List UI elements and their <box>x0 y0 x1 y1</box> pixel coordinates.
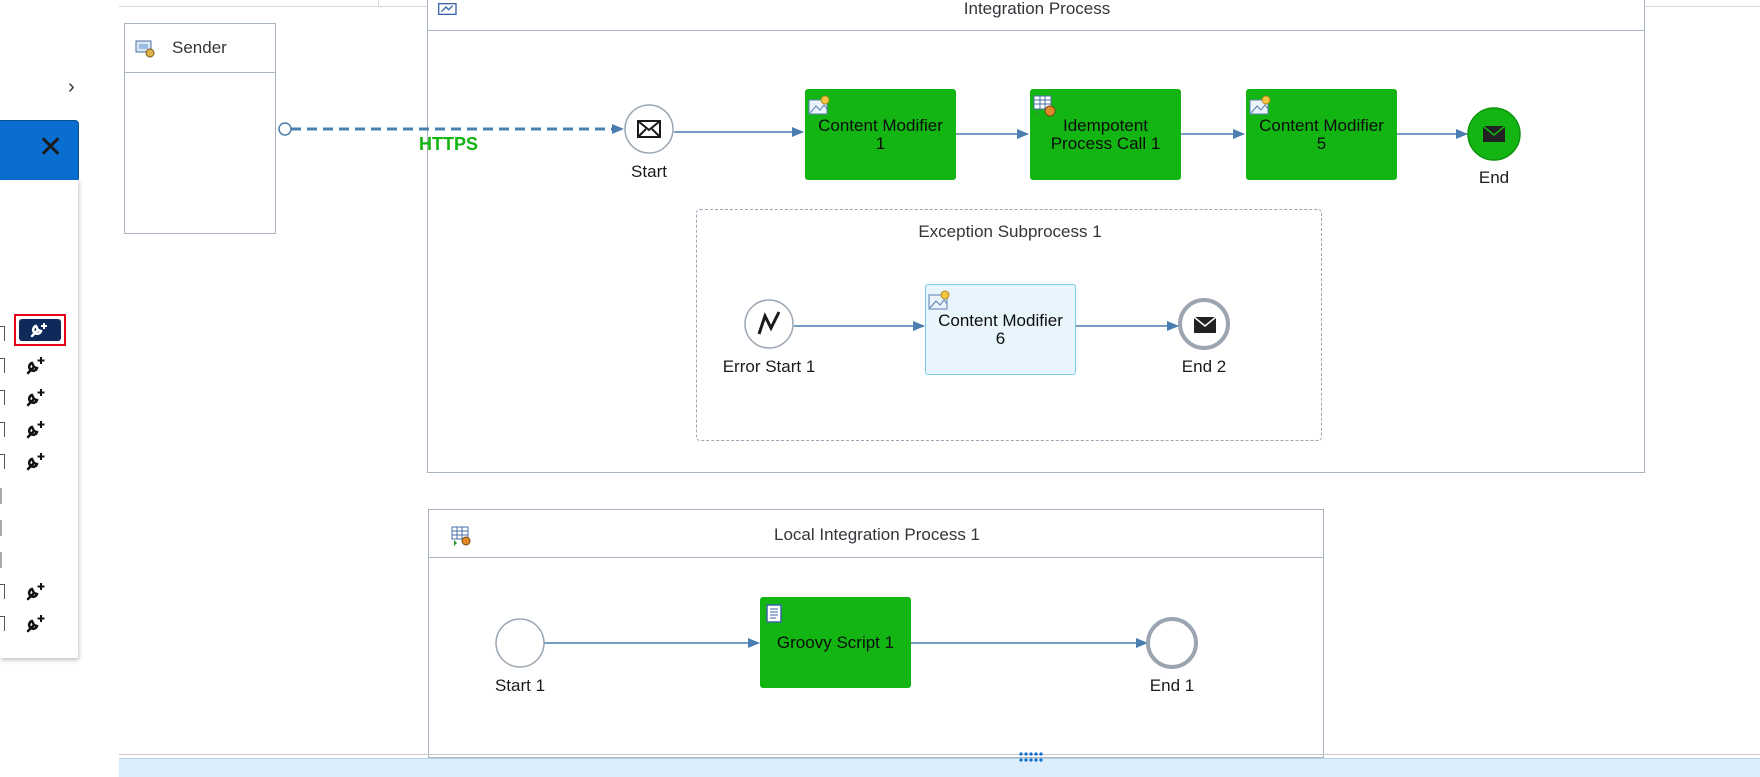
sender-participant[interactable]: Sender <box>124 23 276 234</box>
sender-label: Sender <box>172 38 227 57</box>
wrench-plus-icon[interactable] <box>24 612 50 634</box>
tree-connector <box>0 552 2 568</box>
https-label: HTTPS <box>419 134 479 154</box>
step-label: Idempotent Process Call 1 <box>1050 115 1161 153</box>
resize-handle-icon[interactable] <box>1018 751 1044 763</box>
tree-connector <box>0 422 5 437</box>
error-start-label: Error Start 1 <box>722 357 816 376</box>
integration-process-header: Integration Process <box>428 0 1644 31</box>
tool-row-7[interactable] <box>0 608 78 636</box>
palette-panel <box>0 180 78 658</box>
panel-header <box>0 120 79 182</box>
step-label: Content Modifier 5 <box>1259 115 1384 153</box>
content-modifier-6-step[interactable]: Content Modifier 6 <box>925 284 1076 375</box>
tree-connector <box>0 520 2 536</box>
idempotent-process-call-step[interactable]: Idempotent Process Call 1 <box>1030 89 1181 180</box>
integration-process-title: Integration Process <box>963 0 1111 18</box>
selected-tool-highlight[interactable] <box>14 314 66 346</box>
content-modifier-icon <box>928 290 950 310</box>
tree-connector <box>0 584 5 599</box>
local-process-title: Local Integration Process 1 <box>773 525 980 544</box>
end1-label: End 1 <box>1149 676 1195 695</box>
tree-connector <box>0 390 5 405</box>
tool-row-6[interactable] <box>0 576 78 604</box>
tool-row-1[interactable] <box>0 314 78 346</box>
close-icon[interactable]: ✕ <box>38 131 64 164</box>
start1-label: Start 1 <box>494 676 546 695</box>
content-modifier-5-step[interactable]: Content Modifier 5 <box>1246 89 1397 180</box>
wrench-plus-icon[interactable] <box>24 418 50 440</box>
process-call-icon <box>1033 95 1056 117</box>
start-label: Start <box>631 162 667 181</box>
tree-connector <box>0 326 5 341</box>
message-flow-source <box>278 122 292 136</box>
end-label: End <box>1478 168 1510 187</box>
bottom-panel-bar[interactable] <box>119 758 1760 777</box>
tab-divider <box>378 0 379 7</box>
splitter-line <box>119 754 1760 755</box>
start1-event[interactable] <box>495 618 545 668</box>
tree-connector <box>0 358 5 373</box>
chevron-right-icon[interactable]: › <box>68 76 75 98</box>
lightning-icon <box>757 311 781 335</box>
tool-row-2[interactable] <box>0 350 78 378</box>
tool-row-5[interactable] <box>0 446 78 474</box>
exception-subprocess[interactable]: Exception Subprocess 1 <box>696 209 1322 441</box>
end2-label: End 2 <box>1181 357 1227 376</box>
step-label: Groovy Script 1 <box>776 632 895 652</box>
tree-connector <box>0 488 2 504</box>
local-process-icon <box>451 526 471 546</box>
wrench-plus-icon[interactable] <box>24 580 50 602</box>
tool-row-3[interactable] <box>0 382 78 410</box>
step-label: Content Modifier 6 <box>938 310 1063 348</box>
local-process-header: Local Integration Process 1 <box>429 510 1323 558</box>
integration-process-pool[interactable]: Integration Process <box>427 0 1645 473</box>
end1-event[interactable] <box>1146 617 1198 669</box>
sender-header: Sender <box>125 24 275 73</box>
wrench-plus-icon[interactable] <box>24 386 50 408</box>
groovy-script-step[interactable]: Groovy Script 1 <box>760 597 911 688</box>
exception-subprocess-title: Exception Subprocess 1 <box>918 222 1102 241</box>
content-modifier-1-step[interactable]: Content Modifier 1 <box>805 89 956 180</box>
wrench-plus-icon[interactable] <box>24 450 50 472</box>
participant-icon <box>135 40 155 58</box>
process-icon <box>438 3 457 15</box>
wrench-plus-icon[interactable] <box>19 319 61 341</box>
tree-connector <box>0 616 5 631</box>
tree-connector <box>0 454 5 469</box>
wrench-plus-icon[interactable] <box>24 354 50 376</box>
content-modifier-icon <box>1249 95 1271 115</box>
content-modifier-icon <box>808 95 830 115</box>
step-label: Content Modifier 1 <box>818 115 943 153</box>
tool-row-4[interactable] <box>0 414 78 442</box>
script-icon <box>766 604 782 623</box>
